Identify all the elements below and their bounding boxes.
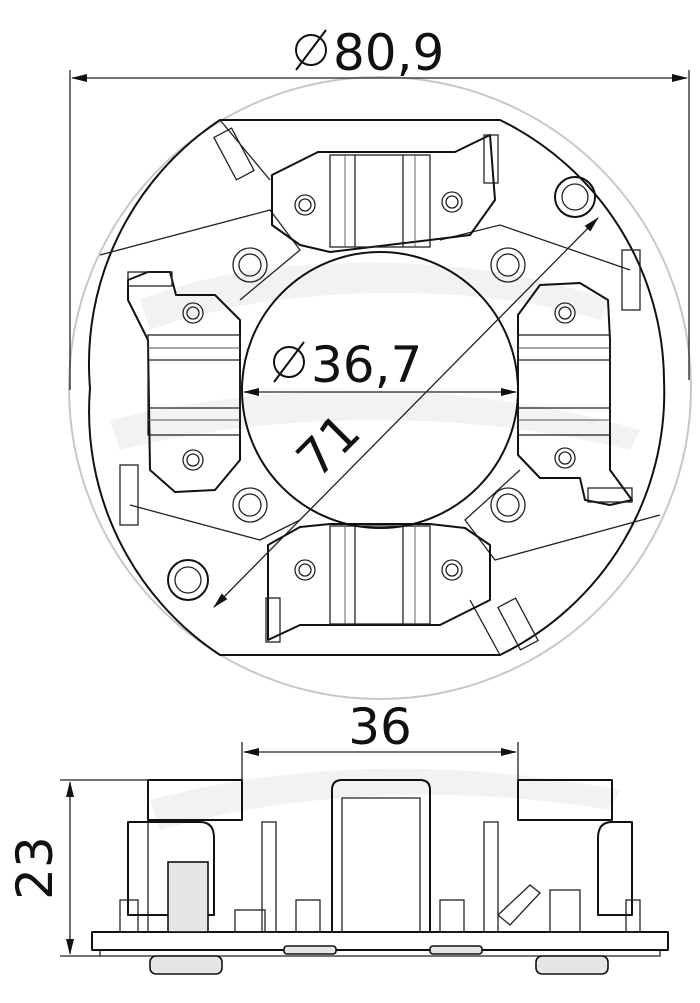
height-dimension: 23 (6, 779, 148, 957)
holder-outline (88, 119, 666, 656)
bottom-width-label: 36 (348, 698, 412, 756)
bottom-width-dimension: 36 (241, 698, 519, 782)
outer-diameter-label: 80,9 (333, 24, 444, 82)
inner-diameter-label: 36,7 (311, 336, 422, 394)
side-view: 36 23 (6, 698, 669, 975)
brush-box-right (517, 282, 633, 506)
mounting-holes (167, 176, 596, 601)
bottom-bosses (149, 945, 609, 975)
inner-diameter-dimension: 36,7 (243, 336, 517, 396)
top-view: 80,9 36,7 71 (68, 24, 692, 700)
mounting-hole-upper-right (554, 176, 596, 218)
side-brush-holder-right (497, 779, 641, 933)
mounting-hole-lower-left (167, 559, 209, 601)
base-plate (91, 931, 669, 951)
diameter-symbol-outer (295, 29, 327, 71)
outer-diameter-dimension: 80,9 (69, 24, 690, 390)
brush-box-bottom (265, 523, 491, 643)
side-center-channel (261, 779, 499, 933)
height-label: 23 (6, 836, 64, 900)
side-brush-holder-left (119, 779, 266, 933)
diameter-symbol-inner (273, 341, 305, 383)
